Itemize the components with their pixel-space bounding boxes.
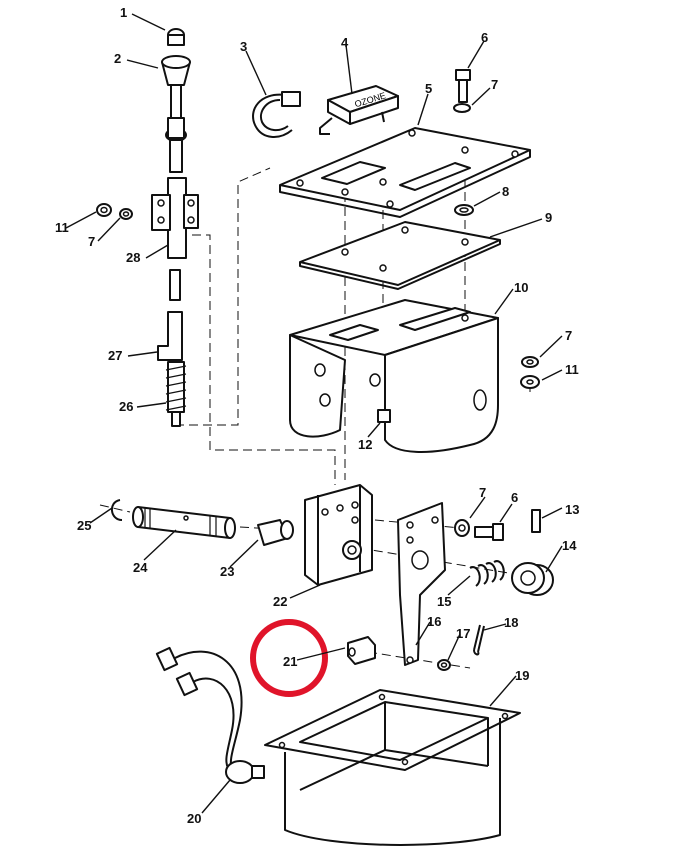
callout-15: 15 <box>437 594 451 609</box>
callout-7-right: 7 <box>565 328 572 343</box>
dial-ring-part <box>252 93 293 138</box>
callout-12: 12 <box>358 437 372 452</box>
callout-6-mid: 6 <box>511 490 518 505</box>
callout-2: 2 <box>114 51 121 66</box>
callout-1: 1 <box>120 5 127 20</box>
top-plate-part <box>279 127 531 211</box>
callout-7-left: 7 <box>88 234 95 249</box>
cotter-pin-18-part <box>473 624 485 656</box>
switch-body-20-part <box>225 760 255 784</box>
callout-23: 23 <box>220 564 234 579</box>
washer-set-left <box>96 203 133 220</box>
callout-7-mid: 7 <box>479 485 486 500</box>
callout-24: 24 <box>133 560 148 575</box>
adapter-21-part <box>347 636 376 665</box>
highlight-circle <box>250 619 328 697</box>
mounting-bracket <box>289 299 499 453</box>
shaft-assembly <box>151 28 199 427</box>
callout-19: 19 <box>515 668 529 683</box>
callout-5: 5 <box>425 81 432 96</box>
callout-20: 20 <box>187 811 201 826</box>
nut-12 <box>377 409 391 423</box>
pin-hardware <box>347 624 485 671</box>
wiring-harness <box>155 646 265 784</box>
callout-22: 22 <box>273 594 287 609</box>
callout-4: 4 <box>341 35 349 50</box>
latch-part <box>157 311 183 361</box>
callout-7-top: 7 <box>491 77 498 92</box>
callout-17: 17 <box>456 626 470 641</box>
retaining-ring-part <box>111 499 123 521</box>
callout-8: 8 <box>502 184 509 199</box>
callout-21: 21 <box>283 654 297 669</box>
connector-b-part <box>175 671 199 697</box>
callout-25: 25 <box>77 518 91 533</box>
callout-28: 28 <box>126 250 140 265</box>
callout-labels: 1 2 3 4 5 6 7 8 9 10 7 11 11 7 28 27 26 … <box>55 5 579 826</box>
gasket-plate-part <box>299 221 501 286</box>
nut-set-right <box>520 356 540 389</box>
actuator-assembly <box>111 484 373 586</box>
gasket-plate <box>299 221 501 290</box>
dial-and-switch: OZONE <box>252 85 399 138</box>
housing <box>264 689 521 846</box>
callout-10: 10 <box>514 280 528 295</box>
callout-16: 16 <box>427 614 441 629</box>
callout-27: 27 <box>108 348 122 363</box>
connector-a-part <box>155 646 179 672</box>
callout-11-left: 11 <box>55 220 69 235</box>
hinge-bracket-part <box>151 194 171 231</box>
knob-cap-body <box>167 34 185 46</box>
lever-arm-assembly <box>397 502 554 666</box>
callout-13: 13 <box>565 502 579 517</box>
pin-13-part <box>531 509 541 533</box>
callout-3: 3 <box>240 39 247 54</box>
bolt-set-top <box>453 69 474 216</box>
lever-bracket-22-part <box>304 484 373 586</box>
leader-lines <box>65 13 563 814</box>
callout-18: 18 <box>504 615 518 630</box>
callout-14: 14 <box>562 538 577 553</box>
callout-9: 9 <box>545 210 552 225</box>
callout-6-top: 6 <box>481 30 488 45</box>
lever-16-part <box>397 502 446 666</box>
spring-15-part <box>469 560 505 587</box>
top-plate <box>279 127 531 218</box>
callout-11-right: 11 <box>565 362 579 377</box>
callout-26: 26 <box>119 399 133 414</box>
